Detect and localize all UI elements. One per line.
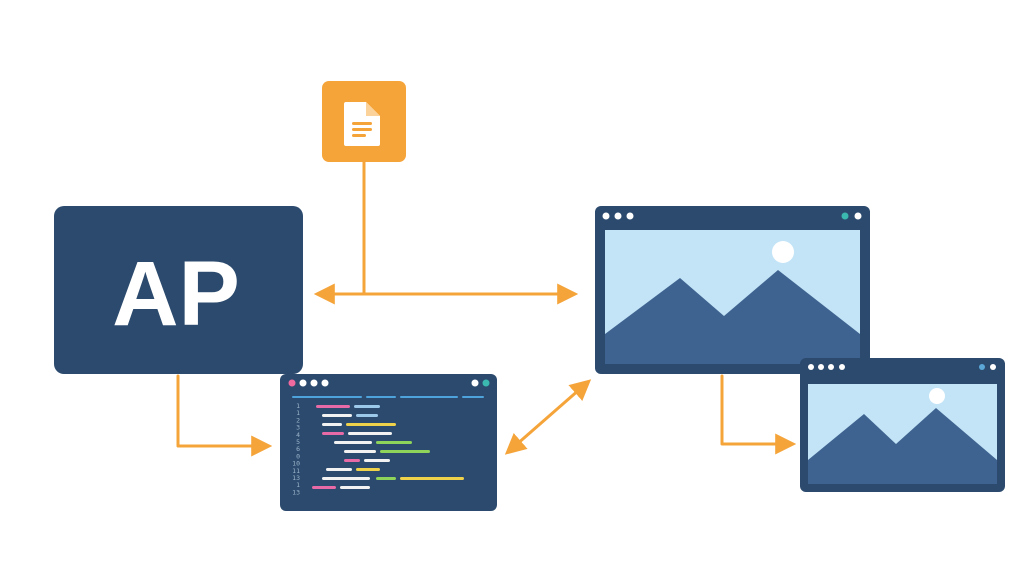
api-box: AP <box>54 206 303 374</box>
code-line-number: 5 <box>296 438 300 446</box>
code-lines <box>312 405 464 489</box>
sun-icon <box>772 241 794 263</box>
api-box-label: AP <box>112 243 240 345</box>
code-line-number: 10 <box>292 460 300 468</box>
api-box-background <box>54 206 303 374</box>
code-window-titlebar-dots <box>288 379 490 387</box>
code-line-number: 1 <box>296 402 300 410</box>
connectors <box>176 158 797 457</box>
image-window-large-dots <box>602 212 862 220</box>
document-node <box>322 81 406 162</box>
document-icon <box>344 102 380 146</box>
code-line-number: 1 <box>296 409 300 417</box>
mountains-icon <box>808 408 997 484</box>
image-window-small <box>800 358 1005 492</box>
code-line-number: 0 <box>296 452 300 460</box>
code-line-number: 3 <box>296 424 300 432</box>
image-icon <box>808 384 997 484</box>
mountains-icon <box>605 270 860 364</box>
connector-image-to-small-image-window <box>720 374 797 455</box>
image-window-small-dots <box>808 364 996 370</box>
image-window-large <box>595 206 870 374</box>
connector-code-to-image-window <box>504 379 592 455</box>
image-icon <box>605 230 860 364</box>
code-line-number: 11 <box>292 467 300 475</box>
code-line-number: 2 <box>296 416 300 424</box>
code-line-number: 13 <box>292 474 300 482</box>
code-line-number: 4 <box>296 431 300 439</box>
connector-api-to-code-window <box>176 374 273 457</box>
code-line-number: 1 <box>296 481 300 489</box>
sun-icon <box>929 388 945 404</box>
code-line-number: 6 <box>296 445 300 453</box>
code-line-number: 13 <box>292 488 300 496</box>
code-window-toolbar <box>292 396 484 398</box>
